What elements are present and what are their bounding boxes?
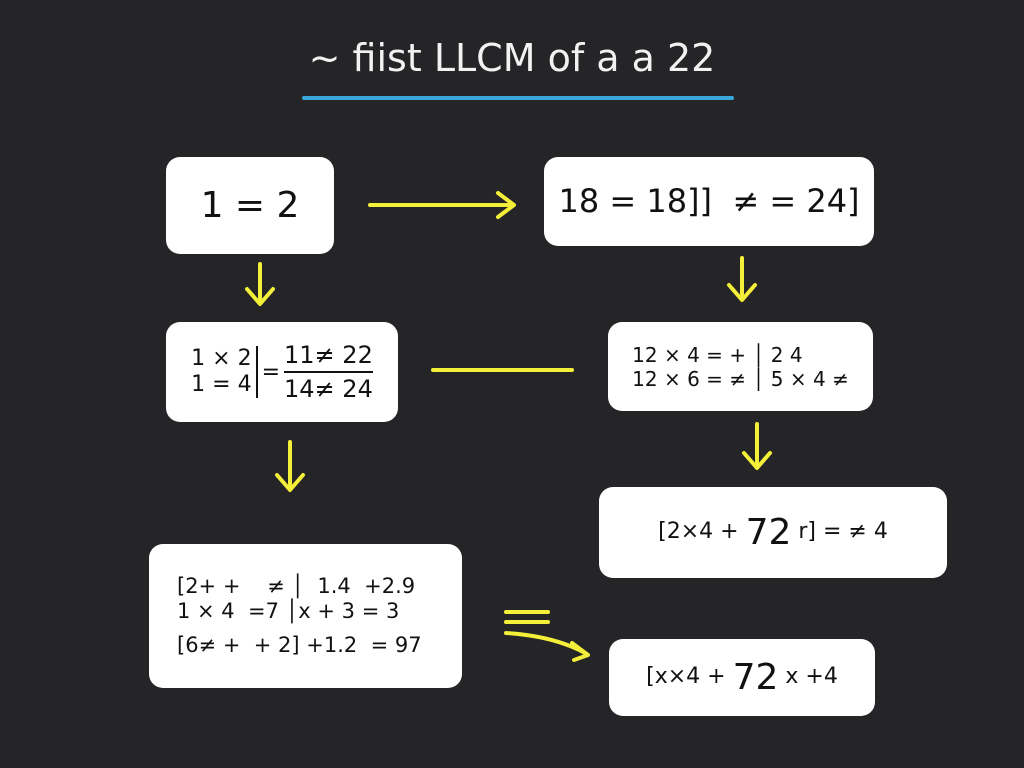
equation-line: 12 × 6 = ≠ │ 5 × 4 ≠	[632, 366, 849, 391]
equation-line: [6≠ + + 2] +1.2 = 97	[177, 632, 422, 657]
equation-line: 1 = 4	[191, 372, 252, 397]
box-e: [2×4 + 72 r] = ≠ 4	[599, 487, 947, 578]
box-b: 18 = 18]] ≠ = 24]	[544, 157, 874, 246]
equation-prefix: [x×4 +	[646, 664, 733, 690]
equation-line: 1 × 2	[191, 345, 252, 371]
equation-text: 1 = 2	[200, 184, 300, 226]
box-d: 12 × 4 = + │ 2 4 12 × 6 = ≠ │ 5 × 4 ≠	[608, 322, 873, 411]
title-underline	[302, 96, 734, 100]
arrow-b-to-d	[727, 256, 757, 302]
diagram-title: ~ fiist LLCM of a a 22	[308, 36, 716, 80]
numerator: 11≠ 22	[284, 341, 373, 369]
equation-line: 12 × 4 = + │ 2 4	[632, 342, 803, 367]
equation-line: 1 × 4 =7 │x + 3 = 3	[177, 599, 400, 624]
equation-big-number: 72	[745, 511, 792, 553]
arrow-c-to-f	[275, 440, 305, 492]
equation-suffix: x +4	[778, 664, 838, 690]
equals-sign: =	[261, 359, 281, 385]
arrow-a-to-c	[245, 262, 275, 306]
equation-suffix: r] = ≠ 4	[791, 519, 888, 545]
box-c: 1 × 2 1 = 4 = 11≠ 22 14≠ 24	[166, 322, 398, 422]
arrow-a-to-b	[368, 191, 516, 219]
box-f: [2+ + ≠ │ 1.4 +2.9 1 × 4 =7 │x + 3 = 3 […	[149, 544, 462, 688]
equation-big-number: 72	[732, 656, 779, 698]
fraction: 11≠ 22 14≠ 24	[284, 341, 373, 403]
arrow-f-to-g	[504, 631, 590, 662]
equation-prefix: [2×4 +	[658, 519, 746, 545]
denominator: 14≠ 24	[284, 375, 373, 403]
arrow-d-to-e	[742, 422, 772, 470]
box-a: 1 = 2	[166, 157, 334, 254]
equals-mark	[504, 610, 550, 624]
equation-line: [2+ + ≠ │ 1.4 +2.9	[177, 574, 416, 599]
equation-text: 18 = 18]] ≠ = 24]	[558, 182, 860, 221]
left-lines: 1 × 2 1 = 4	[191, 345, 258, 399]
box-g: [x×4 + 72 x +4	[609, 639, 875, 716]
